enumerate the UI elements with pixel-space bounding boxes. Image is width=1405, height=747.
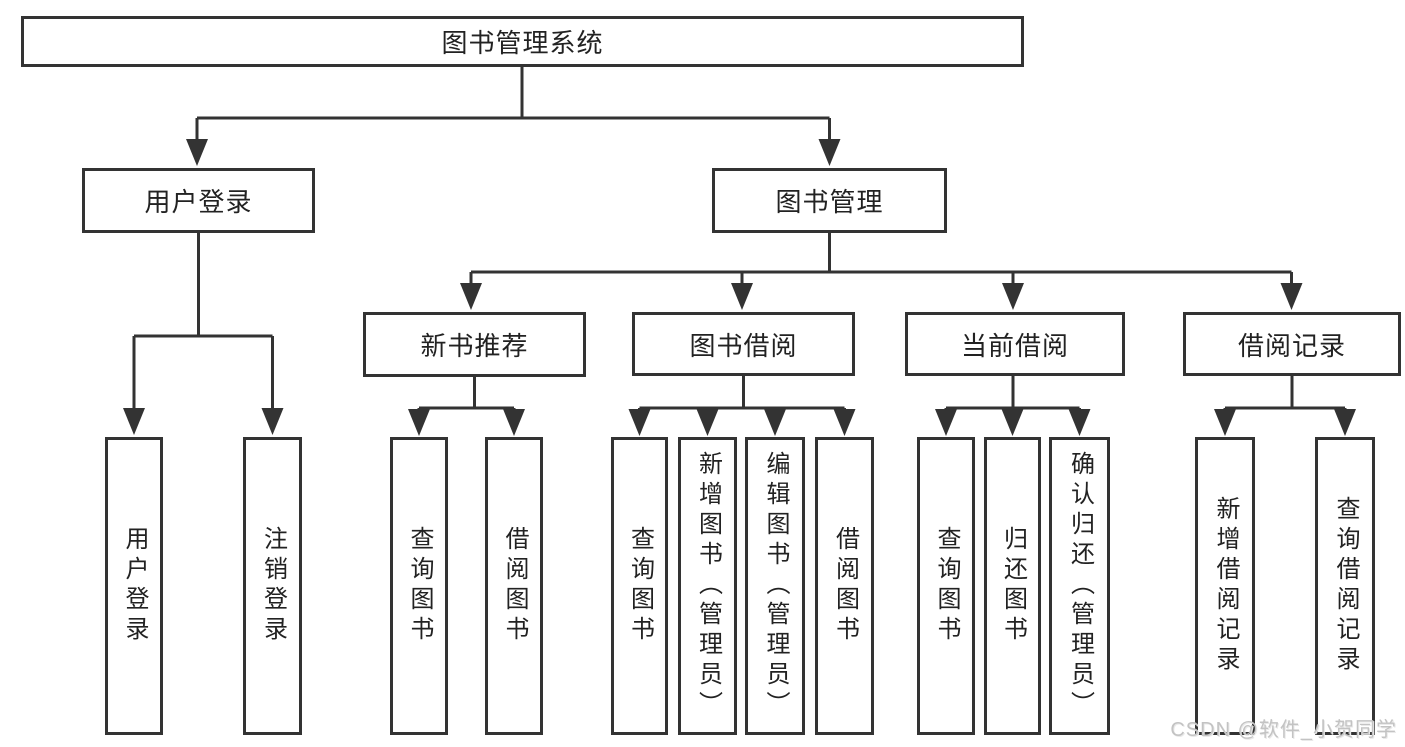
leaf-confirm-return-admin: 确认归还（管理员） [1049,437,1110,735]
connector-currentborrow-to-leaves [944,376,1081,412]
leaf-newbook-borrow-label: 借阅图书 [501,526,528,646]
leaf-edit-book-admin: 编辑图书（管理员） [745,437,805,735]
node-new-book-recommend: 新书推荐 [363,312,586,377]
leaf-add-book-admin: 新增图书（管理员） [678,437,737,735]
leaf-query-borrow-record: 查询借阅记录 [1315,437,1375,735]
node-borrow-record-label: 借阅记录 [1237,330,1346,361]
connector-borrowrecord-to-leaves [1223,376,1347,412]
node-root-label: 图书管理系统 [441,28,604,58]
leaf-borrow-book: 借阅图书 [815,437,874,735]
leaf-user-login: 用户登录 [105,437,163,735]
connector-newbook-to-leaves [417,377,516,412]
leaf-query-borrow-record-label: 查询借阅记录 [1332,496,1359,676]
csdn-watermark: CSDN @软件_小贺同学 [1170,719,1397,741]
leaf-newbook-query-label: 查询图书 [406,526,433,646]
connector-bookmgmt-to-level3 [469,233,1293,286]
connector-bookborrow-to-leaves [638,376,846,412]
leaf-return-book: 归还图书 [984,437,1041,735]
node-user-login-label: 用户登录 [144,187,253,217]
leaf-borrow-query-label: 查询图书 [626,526,654,646]
node-current-borrow: 当前借阅 [905,312,1125,376]
node-root: 图书管理系统 [21,16,1024,67]
leaf-current-query: 查询图书 [917,437,975,735]
leaf-user-login-label: 用户登录 [121,526,148,646]
leaf-edit-book-admin-label: 编辑图书（管理员） [762,451,789,721]
leaf-add-borrow-record-label: 新增借阅记录 [1212,496,1239,676]
leaf-confirm-return-admin-label: 确认归还（管理员） [1066,451,1094,721]
leaf-logout: 注销登录 [243,437,302,735]
leaf-newbook-query: 查询图书 [390,437,448,735]
node-book-management-label: 图书管理 [775,187,884,217]
node-book-management: 图书管理 [712,168,947,233]
leaf-borrow-book-label: 借阅图书 [831,526,859,646]
node-user-login: 用户登录 [82,168,315,233]
leaf-newbook-borrow: 借阅图书 [485,437,543,735]
node-borrow-record: 借阅记录 [1183,312,1401,376]
leaf-add-book-admin-label: 新增图书（管理员） [694,451,722,721]
leaf-logout-label: 注销登录 [259,526,287,646]
leaf-borrow-query: 查询图书 [611,437,668,735]
leaf-return-book-label: 归还图书 [999,526,1027,646]
node-new-book-recommend-label: 新书推荐 [420,331,529,361]
node-book-borrow-label: 图书借阅 [689,330,798,361]
node-book-borrow: 图书借阅 [632,312,855,376]
connector-userlogin-to-leaves [132,233,274,410]
leaf-current-query-label: 查询图书 [933,526,960,646]
connector-root-to-level2 [195,67,831,142]
leaf-add-borrow-record: 新增借阅记录 [1195,437,1255,735]
node-current-borrow-label: 当前借阅 [960,330,1069,361]
